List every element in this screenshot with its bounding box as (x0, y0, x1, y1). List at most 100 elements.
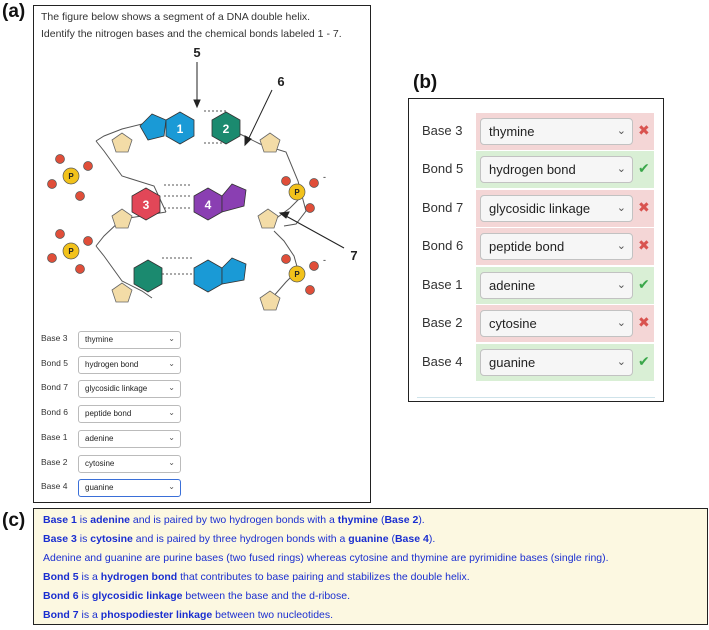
feedback-text: ( (388, 533, 395, 545)
answer-select[interactable]: glycosidic linkage⌄ (480, 195, 633, 222)
phosphate-groups (47, 154, 319, 295)
graded-row: Base 3 thymine⌄ ✖ (419, 113, 654, 150)
charge-label: - (323, 172, 326, 182)
answer-row: Bond 6 peptide bond⌄ (41, 405, 241, 423)
answer-select[interactable]: hydrogen bond⌄ (78, 356, 181, 374)
phosphate-circle (288, 265, 306, 283)
graded-row: Base 2 cytosine⌄ ✖ (419, 305, 654, 342)
answer-select[interactable]: cytosine⌄ (480, 310, 633, 337)
select-value: thymine (489, 124, 535, 139)
callout-arrows (193, 62, 345, 249)
chevron-down-icon: ⌄ (168, 458, 175, 467)
select-value: hydrogen bond (85, 360, 139, 369)
phosphate-label: P (68, 247, 74, 256)
base-3-number: 3 (143, 198, 150, 212)
answer-select[interactable]: thymine⌄ (78, 331, 181, 349)
select-value: glycosidic linkage (85, 384, 148, 393)
feedback-emphasis: glycosidic linkage (92, 590, 183, 602)
base-3-hexagon (131, 187, 161, 221)
select-value: cytosine (489, 316, 537, 331)
panel-c-tag: (c) (2, 510, 26, 531)
dna-double-helix-figure: 1 2 3 4 P P P P - - (47, 45, 358, 311)
answer-select[interactable]: peptide bond⌄ (480, 233, 633, 260)
phosphate-circle (62, 167, 80, 185)
chevron-down-icon: ⌄ (168, 383, 175, 392)
base-4-pentagon (221, 183, 247, 213)
answer-select[interactable]: adenine ⌄ (78, 430, 181, 448)
correct-icon: ✔ (638, 160, 650, 176)
graded-label: Bond 7 (422, 200, 464, 215)
select-value: adenine (85, 434, 114, 443)
feedback-emphasis: Bond 5 (43, 571, 79, 583)
answer-select[interactable]: adenine ⌄ (480, 272, 633, 299)
feedback-line: Adenine and guanine are purine bases (tw… (43, 552, 609, 564)
answer-row: Base 1 adenine ⌄ (41, 430, 241, 448)
oxygen-circle (281, 254, 291, 264)
feedback-emphasis: thymine (337, 514, 379, 526)
incorrect-icon: ✖ (638, 314, 650, 330)
answer-select[interactable]: hydrogen bond ⌄ (480, 156, 633, 183)
oxygen-circle (47, 179, 57, 189)
sugar-pentagon (111, 208, 133, 229)
feedback-panel: Base 1 is adenine and is paired by two h… (33, 508, 708, 625)
feedback-line: Base 1 is adenine and is paired by two h… (43, 514, 425, 526)
chevron-down-icon: ⌄ (616, 163, 626, 175)
oxygen-circle (55, 154, 65, 164)
feedback-emphasis: phospodiester linkage (100, 609, 213, 621)
select-value: peptide bond (85, 409, 132, 418)
answer-label: Bond 5 (41, 358, 68, 368)
feedback-text: ( (378, 514, 385, 526)
feedback-text: is (76, 533, 91, 545)
feedback-line: Bond 6 is glycosidic linkage between the… (43, 590, 350, 602)
chevron-down-icon: ⌄ (168, 433, 175, 442)
answer-label: Base 3 (41, 333, 68, 343)
callout-number-5: 5 (193, 45, 200, 60)
graded-row: Bond 6 peptide bond⌄ ✖ (419, 228, 654, 265)
feedback-emphasis: adenine (90, 514, 130, 526)
feedback-text: is a (78, 571, 101, 583)
chevron-down-icon: ⌄ (616, 279, 626, 291)
sugar-pentagon (257, 208, 279, 229)
correct-icon: ✔ (638, 276, 650, 292)
select-value: thymine (85, 335, 114, 344)
base-4-number: 4 (205, 198, 212, 212)
graded-row: Base 4 guanine⌄ ✔ (419, 344, 654, 381)
sugar-pentagon (111, 132, 133, 153)
feedback-text: ). (428, 533, 436, 545)
oxygen-circle (47, 253, 57, 263)
panel-b-tag: (b) (413, 72, 438, 93)
base-1-pentagon (139, 113, 167, 141)
answer-row: Bond 7 glycosidic linkage ⌄ (41, 380, 241, 398)
answer-select[interactable]: guanine⌄ (480, 349, 633, 376)
phosphate-circle (62, 242, 80, 260)
prompt-line: The figure below shows a segment of a DN… (41, 11, 311, 23)
graded-label: Base 4 (422, 354, 463, 369)
select-value: hydrogen bond (489, 162, 576, 177)
graded-cell: glycosidic linkage⌄ ✖ (476, 190, 654, 227)
base-blue-pentagon (221, 257, 247, 285)
answer-select[interactable]: glycosidic linkage ⌄ (78, 380, 181, 398)
feedback-emphasis: Base 1 (43, 514, 77, 526)
answer-row: Bond 5 hydrogen bond⌄ (41, 356, 241, 374)
graded-cell: thymine⌄ ✖ (476, 113, 654, 150)
answer-label: Bond 6 (41, 407, 68, 417)
graded-label: Base 1 (422, 277, 463, 292)
answer-select[interactable]: thymine⌄ (480, 118, 633, 145)
phosphate-label: P (294, 270, 300, 279)
answer-select[interactable]: guanine⌄ (78, 479, 181, 497)
select-value: cytosine (85, 459, 115, 468)
callout-number-6: 6 (277, 74, 284, 89)
prompt-line: Identify the nitrogen bases and the chem… (41, 28, 342, 40)
answer-label: Bond 7 (41, 382, 68, 392)
graded-cell: hydrogen bond ⌄ ✔ (476, 151, 654, 188)
answer-select[interactable]: cytosine ⌄ (78, 455, 181, 473)
feedback-emphasis: Base 4 (394, 533, 429, 545)
select-value: adenine (489, 278, 536, 293)
oxygen-circle (75, 191, 85, 201)
answer-select[interactable]: peptide bond⌄ (78, 405, 181, 423)
phosphate-label: P (294, 188, 300, 197)
select-value: glycosidic linkage (489, 201, 591, 216)
answer-label: Base 1 (41, 432, 68, 442)
select-value: guanine (85, 483, 114, 492)
nitrogen-bases (131, 111, 247, 293)
